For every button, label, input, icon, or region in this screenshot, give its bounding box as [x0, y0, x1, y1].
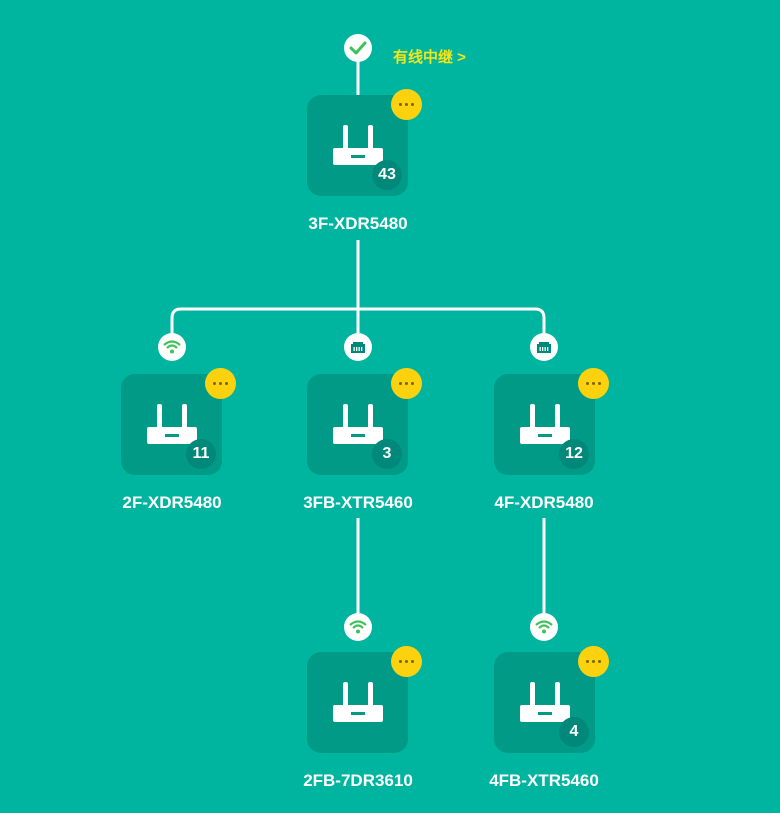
router-icon — [333, 682, 383, 722]
more-options-button[interactable] — [391, 646, 422, 677]
wired-relay-link[interactable]: 有线中继 > — [393, 49, 466, 66]
device-tile-4f-xdr5480[interactable]: 12 — [494, 368, 609, 475]
device-name[interactable]: 2FB-7DR3610 — [303, 771, 413, 790]
router-icon — [520, 404, 570, 444]
client-count-badge: 12 — [559, 439, 589, 469]
router-icon — [333, 404, 383, 444]
client-count-badge: 11 — [186, 439, 216, 469]
more-options-button[interactable] — [205, 368, 236, 399]
router-icon — [147, 404, 197, 444]
client-count-badge: 4 — [559, 717, 589, 747]
more-options-button[interactable] — [578, 368, 609, 399]
more-options-button[interactable] — [391, 89, 422, 120]
router-icon — [520, 682, 570, 722]
device-name[interactable]: 4F-XDR5480 — [494, 493, 594, 512]
device-name[interactable]: 4FB-XTR5460 — [489, 771, 599, 790]
wifi-icon — [530, 613, 558, 641]
client-count-badge: 43 — [372, 160, 402, 190]
ethernet-icon — [530, 333, 558, 361]
ethernet-icon — [344, 333, 372, 361]
device-tile-3fb-xtr5460[interactable]: 3 — [307, 368, 422, 475]
router-icon — [333, 125, 383, 165]
device-name[interactable]: 3FB-XTR5460 — [303, 493, 413, 512]
device-tile-3f-xdr5480[interactable]: 43 — [307, 89, 422, 196]
more-options-button[interactable] — [391, 368, 422, 399]
device-name[interactable]: 2F-XDR5480 — [122, 493, 222, 512]
device-tile-4fb-xtr5460[interactable]: 4 — [494, 646, 609, 753]
client-count-badge: 3 — [372, 439, 402, 469]
connected-check-icon — [344, 34, 372, 62]
device-tile-2fb-7dr3610[interactable] — [307, 646, 422, 753]
device-tile-2f-xdr5480[interactable]: 11 — [121, 368, 236, 475]
uplink-label-clipped — [400, 28, 460, 36]
wifi-icon — [158, 333, 186, 361]
wifi-icon — [344, 613, 372, 641]
more-options-button[interactable] — [578, 646, 609, 677]
device-name[interactable]: 3F-XDR5480 — [308, 214, 408, 233]
